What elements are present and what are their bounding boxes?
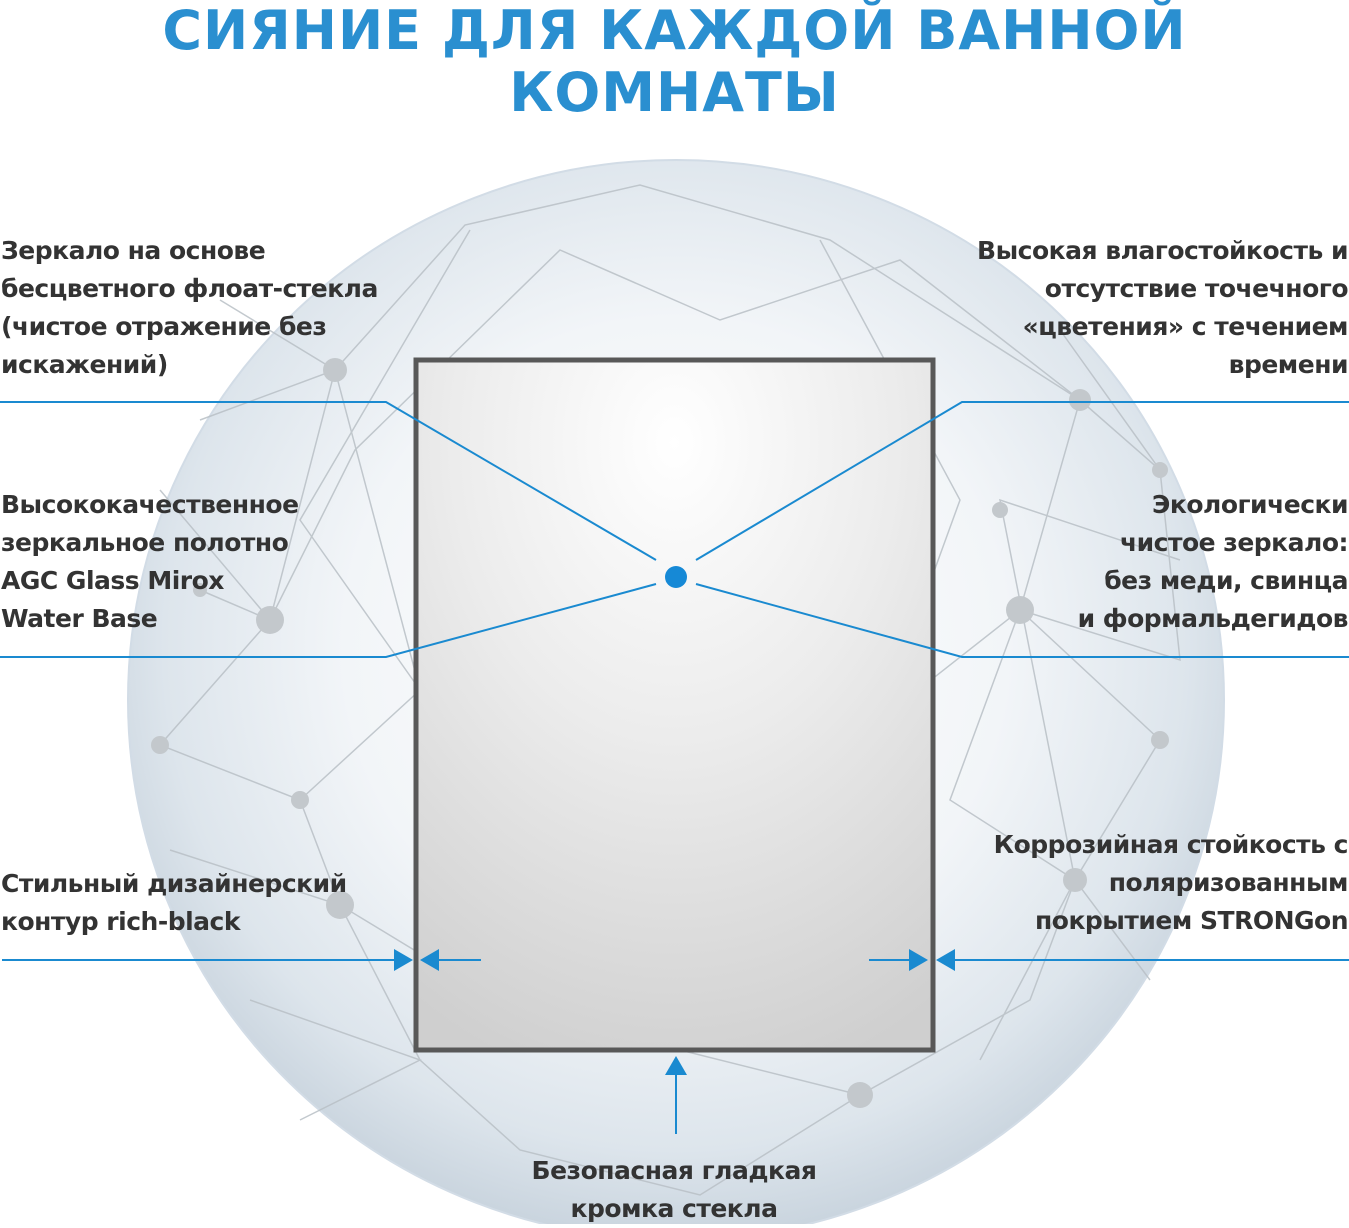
callout-line: Зеркало на основе bbox=[1, 236, 266, 265]
callout-line: Безопасная гладкая bbox=[531, 1156, 817, 1185]
callout-contour: Стильный дизайнерский контур rich-black bbox=[1, 865, 347, 941]
callout-mirror-sheet: Высококачественное зеркальное полотно AG… bbox=[1, 486, 299, 638]
callout-line: AGC Glass Mirox bbox=[1, 566, 224, 595]
callout-corrosion: Коррозийная стойкость с поляризованным п… bbox=[993, 826, 1349, 940]
callout-line: отсутствие точечного bbox=[1044, 274, 1349, 303]
page-title: СИЯНИЕ ДЛЯ КАЖДОЙ ВАННОЙ КОМНАТЫ bbox=[162, 0, 1187, 124]
callout-line: покрытием STRONGon bbox=[1035, 906, 1349, 935]
callout-float-glass: Зеркало на основе бесцветного флоат-стек… bbox=[1, 232, 378, 384]
callout-line: без меди, свинца bbox=[1104, 566, 1348, 595]
arrow-right-icon bbox=[394, 949, 413, 971]
callout-line: кромка стекла bbox=[570, 1194, 778, 1223]
callout-line: времени bbox=[1228, 350, 1349, 379]
callout-line: Water Base bbox=[1, 604, 158, 633]
arrow-left-icon bbox=[420, 949, 439, 971]
callout-line: контур rich-black bbox=[1, 907, 240, 936]
callout-line: чистое зеркало: bbox=[1119, 528, 1349, 557]
callout-line: бесцветного флоат-стекла bbox=[1, 274, 378, 303]
arrow-left-icon bbox=[936, 949, 955, 971]
callout-line: и формальдегидов bbox=[1077, 604, 1349, 633]
arrow-right-icon bbox=[909, 949, 928, 971]
callout-line: Экологически bbox=[1152, 490, 1348, 519]
callout-edge: Безопасная гладкая кромка стекла bbox=[424, 1152, 924, 1228]
callout-line: Высококачественное bbox=[1, 490, 299, 519]
callout-line: Высокая влагостойкость и bbox=[977, 236, 1348, 265]
arrowheads bbox=[394, 949, 955, 1075]
callout-line: «цветения» с течением bbox=[1022, 312, 1349, 341]
callout-line: поляризованным bbox=[1108, 868, 1349, 897]
callout-line: зеркальное полотно bbox=[1, 528, 289, 557]
callout-line: (чистое отражение без bbox=[1, 312, 327, 341]
mirror bbox=[413, 357, 936, 1053]
callout-line: Коррозийная стойкость с bbox=[993, 830, 1349, 859]
callout-moisture: Высокая влагостойкость и отсутствие точе… bbox=[977, 232, 1348, 384]
callout-eco: Экологически чистое зеркало: без меди, с… bbox=[1077, 486, 1349, 638]
callout-line: искажений) bbox=[1, 350, 168, 379]
callout-line: Стильный дизайнерский bbox=[1, 869, 347, 898]
network-nodes bbox=[151, 358, 1169, 1108]
arrow-up-icon bbox=[665, 1056, 687, 1075]
focus-dot bbox=[665, 566, 687, 588]
callout-lines bbox=[0, 401, 1349, 1134]
